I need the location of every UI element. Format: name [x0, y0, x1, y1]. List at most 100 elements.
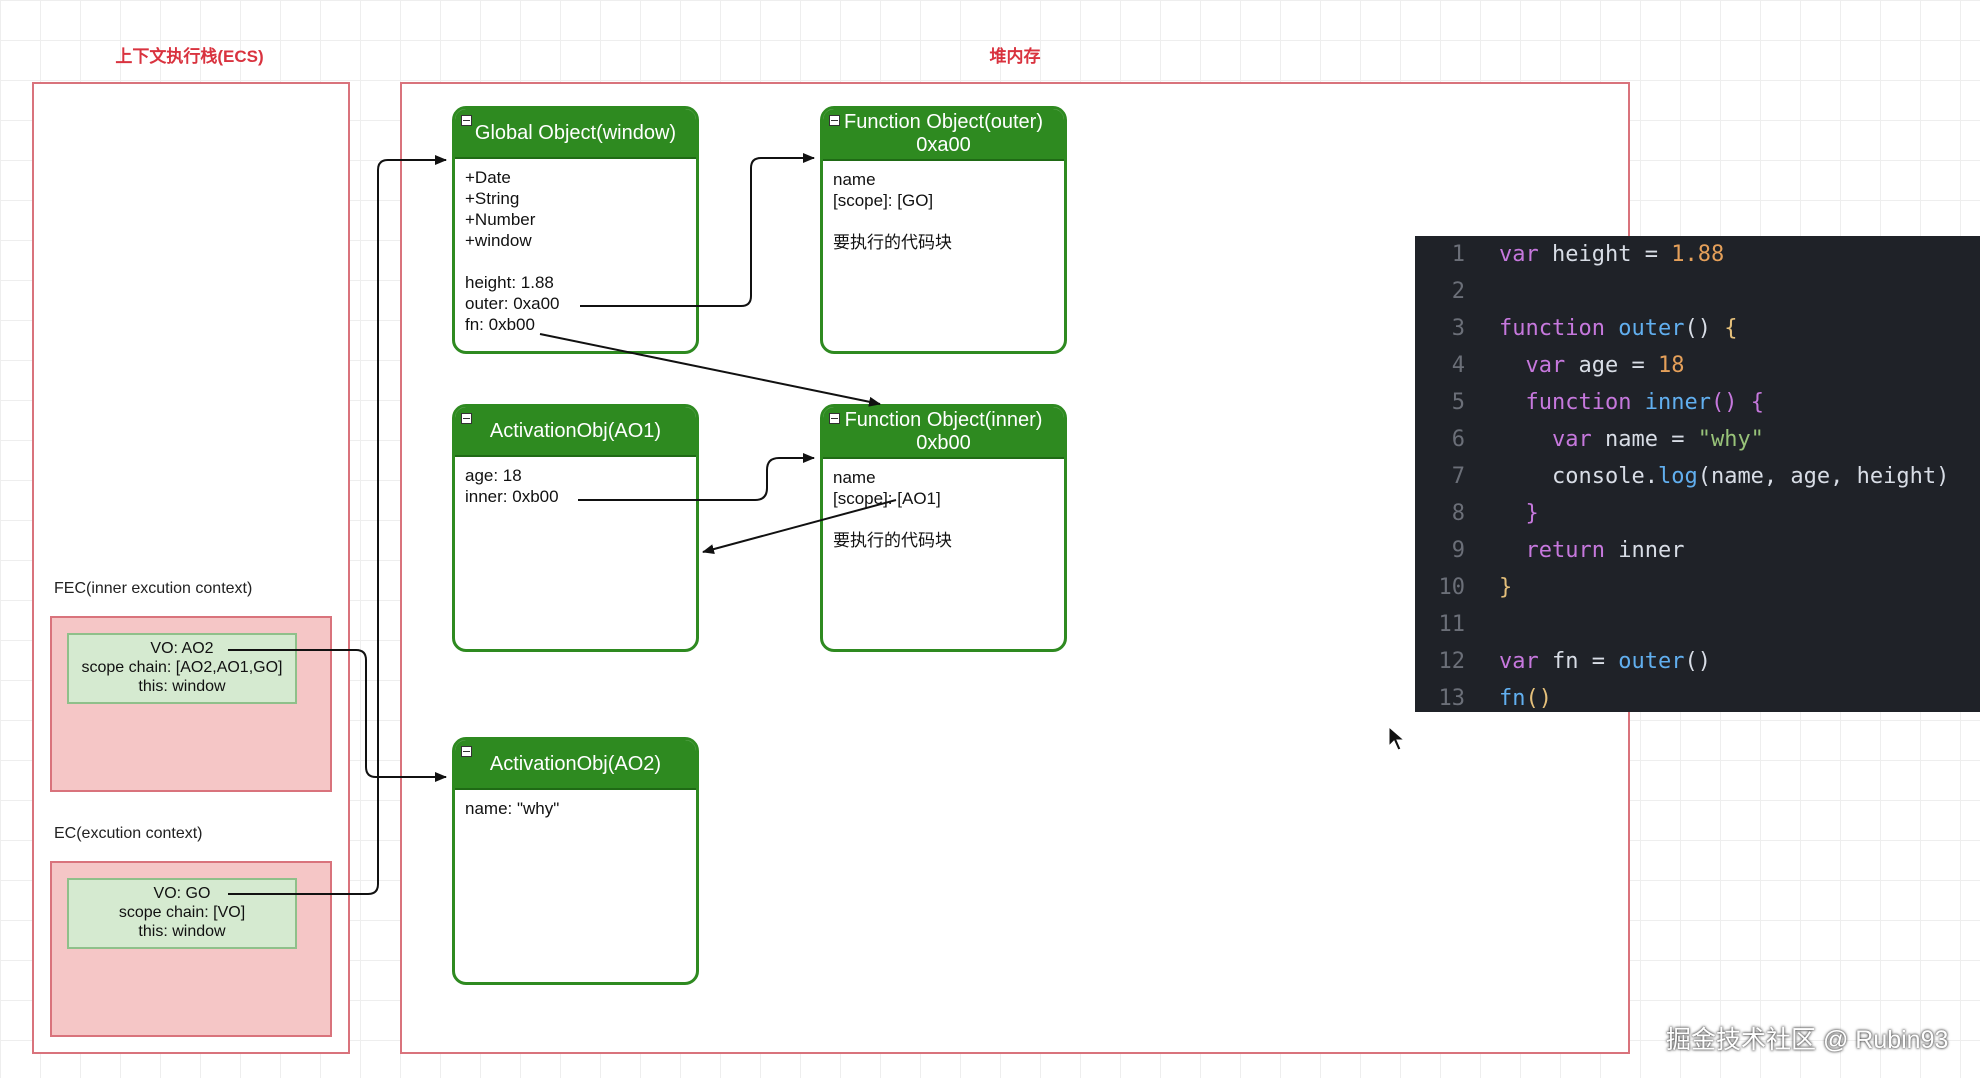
watermark: 掘金技术社区 @ Rubin93 [1666, 1026, 1949, 1054]
fec-variable-box: VO: AO2 scope chain: [AO2,AO1,GO] this: … [67, 633, 297, 704]
ecs-title: 上下文执行栈(ECS) [115, 47, 264, 66]
fec-scope-chain: scope chain: [AO2,AO1,GO] [81, 659, 283, 676]
code-token: 18 [1657, 353, 1685, 378]
collapse-icon[interactable] [461, 413, 472, 424]
line-number: 11 [1438, 612, 1466, 637]
line-source: console.log(name, age, height) [1465, 458, 1949, 495]
line-source [1465, 606, 1499, 643]
function-inner-box: Function Object(inner) 0xb00 name [scope… [820, 404, 1067, 652]
line-source: } [1465, 569, 1512, 606]
ao2-title: ActivationObj(AO2) [489, 752, 662, 775]
code-line: 6 var name = "why" [1415, 421, 1980, 458]
code-token: log [1657, 464, 1698, 489]
collapse-icon[interactable] [461, 115, 472, 126]
code-token: console. [1499, 464, 1658, 489]
line-number: 8 [1451, 501, 1465, 526]
fec-label: FEC(inner excution context) [54, 580, 253, 597]
code-token: (name, age, height) [1697, 464, 1950, 489]
code-token: () [1525, 686, 1553, 711]
code-token [1499, 390, 1526, 415]
code-token: age = [1565, 353, 1658, 378]
code-token: function [1525, 390, 1632, 415]
code-token [1605, 316, 1618, 341]
line-source: function outer() { [1465, 310, 1737, 347]
collapse-icon[interactable] [829, 115, 840, 126]
ec-scope-chain: scope chain: [VO] [118, 904, 246, 921]
function-inner-body: name [scope]: [AO1] 要执行的代码块 [833, 468, 952, 550]
arrow-inner-ref [578, 453, 815, 501]
code-token [1631, 390, 1644, 415]
collapse-icon[interactable] [461, 746, 472, 757]
line-source: var name = "why" [1465, 421, 1764, 458]
ec-label: EC(excution context) [54, 825, 203, 842]
line-source: var height = 1.88 [1465, 236, 1724, 273]
fec-vo: VO: AO2 [150, 640, 214, 657]
line-source: } [1465, 495, 1539, 532]
code-token: fn [1499, 686, 1526, 711]
function-outer-body: name [scope]: [GO] 要执行的代码块 [833, 170, 952, 252]
code-token: () [1684, 649, 1711, 674]
code-token: outer [1618, 649, 1685, 674]
ao1-title: ActivationObj(AO1) [489, 419, 662, 442]
function-outer-title: Function Object(outer) [844, 111, 1043, 133]
code-token: return [1525, 538, 1605, 563]
function-outer-address: 0xa00 [916, 134, 971, 156]
line-number: 1 [1451, 242, 1465, 267]
global-object-title: Global Object(window) [474, 121, 677, 144]
arrow-ec-to-global [228, 155, 447, 895]
code-token: function [1499, 316, 1605, 341]
code-token: outer [1618, 316, 1685, 341]
line-number: 6 [1451, 427, 1465, 452]
code-token: } [1525, 501, 1539, 526]
code-line: 11 [1415, 606, 1980, 643]
code-token: var [1551, 427, 1592, 452]
ao1-body: age: 18 inner: 0xb00 [465, 466, 559, 506]
line-number: 7 [1451, 464, 1465, 489]
arrow-outer-ref [580, 153, 815, 307]
line-number: 10 [1438, 575, 1466, 600]
fec-this: this: window [138, 678, 226, 695]
function-inner-title: Function Object(inner) [844, 409, 1043, 431]
line-source: var age = 18 [1465, 347, 1685, 384]
code-line: 4 var age = 18 [1415, 347, 1980, 384]
line-number: 12 [1438, 649, 1466, 674]
line-source: function inner() { [1465, 384, 1764, 421]
collapse-icon[interactable] [829, 413, 840, 424]
line-source: var fn = outer() [1465, 643, 1711, 680]
code-line: 9 return inner [1415, 532, 1980, 569]
code-line: 8 } [1415, 495, 1980, 532]
line-source: fn() [1465, 680, 1552, 712]
global-object-body: +Date +String +Number +window height: 1.… [465, 168, 560, 334]
code-token: var [1499, 242, 1539, 267]
code-line: 5 function inner() { [1415, 384, 1980, 421]
code-token: height = [1538, 242, 1672, 267]
arrow-fec-to-ao2 [228, 649, 447, 782]
line-number: 2 [1451, 279, 1465, 304]
code-line: 2 [1415, 273, 1980, 310]
line-number: 13 [1438, 686, 1466, 711]
arrow-fn-ref [539, 333, 881, 407]
code-token: fn = [1538, 649, 1619, 674]
code-token: } [1499, 575, 1513, 600]
line-number: 4 [1451, 353, 1465, 378]
code-token: inner [1604, 538, 1685, 563]
code-token [1499, 353, 1526, 378]
ao2-body: name: "why" [465, 799, 560, 818]
code-token: 1.88 [1671, 242, 1725, 267]
code-line: 10} [1415, 569, 1980, 606]
line-source: return inner [1465, 532, 1685, 569]
code-token [1499, 427, 1552, 452]
code-token: inner [1644, 390, 1711, 415]
code-token: () { [1710, 390, 1764, 415]
code-token [1499, 501, 1526, 526]
code-token: var [1499, 649, 1539, 674]
function-outer-box: Function Object(outer) 0xa00 name [scope… [820, 106, 1067, 354]
code-token: var [1525, 353, 1566, 378]
arrow-scope-to-ao1 [702, 499, 897, 554]
